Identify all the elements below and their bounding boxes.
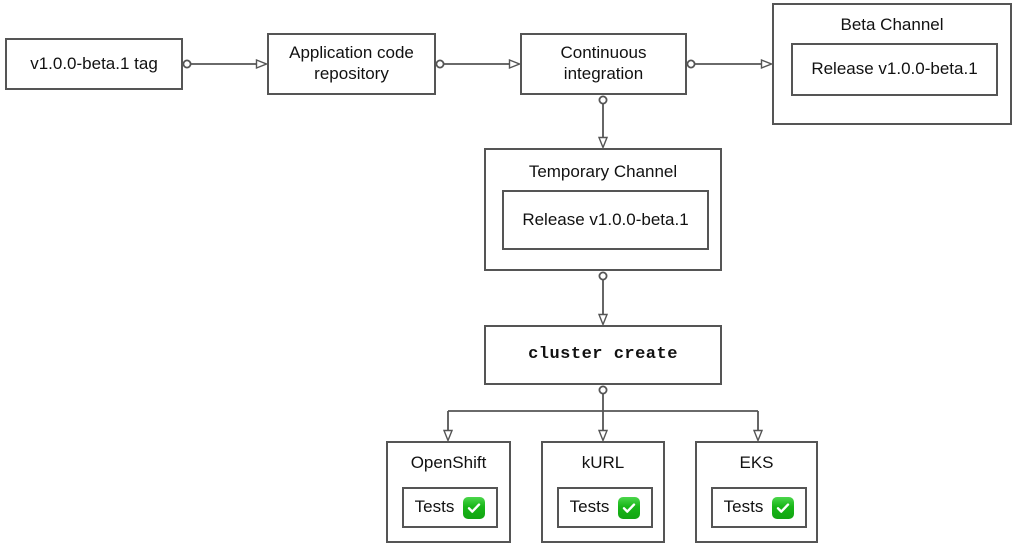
node-temporary-channel[interactable]: Temporary Channel Release v1.0.0-beta.1 <box>484 148 722 271</box>
green-check-icon <box>463 496 486 519</box>
beta-channel-release-label: Release v1.0.0-beta.1 <box>811 59 978 79</box>
edge-cluster-create-to-targets <box>448 385 758 440</box>
temporary-channel-release-label: Release v1.0.0-beta.1 <box>522 209 689 229</box>
node-kurl-title: kURL <box>581 453 625 472</box>
node-cluster-create-label: cluster create <box>528 344 678 364</box>
node-eks[interactable]: EKS Tests <box>695 441 818 543</box>
edge-ci-to-beta-channel <box>686 60 771 67</box>
node-kurl[interactable]: kURL Tests <box>541 441 665 543</box>
node-tag[interactable]: v1.0.0-beta.1 tag <box>5 38 183 90</box>
node-beta-channel[interactable]: Beta Channel Release v1.0.0-beta.1 <box>772 3 1012 125</box>
node-continuous-integration-label: Continuous integration <box>560 43 647 83</box>
node-temporary-channel-title: Temporary Channel <box>528 162 678 181</box>
green-check-icon <box>618 496 641 519</box>
openshift-tests-label: Tests <box>414 497 455 517</box>
node-eks-title: EKS <box>739 453 774 472</box>
green-check-icon <box>772 496 795 519</box>
node-openshift-title: OpenShift <box>410 453 487 472</box>
edge-tag-to-repo <box>182 60 266 67</box>
edge-ci-to-temporary-channel <box>599 95 606 147</box>
node-openshift[interactable]: OpenShift Tests <box>386 441 511 543</box>
kurl-tests-label: Tests <box>569 497 610 517</box>
beta-channel-release-box[interactable]: Release v1.0.0-beta.1 <box>791 43 998 96</box>
node-application-code-repository-label: Application code repository <box>289 43 414 83</box>
kurl-tests-box[interactable]: Tests <box>557 487 653 528</box>
node-cluster-create[interactable]: cluster create <box>484 325 722 385</box>
node-tag-label: v1.0.0-beta.1 tag <box>30 53 158 73</box>
edge-temporary-channel-to-cluster-create <box>599 271 606 324</box>
node-continuous-integration[interactable]: Continuous integration <box>520 33 687 95</box>
node-application-code-repository[interactable]: Application code repository <box>267 33 436 95</box>
eks-tests-label: Tests <box>723 497 764 517</box>
openshift-tests-box[interactable]: Tests <box>402 487 498 528</box>
temporary-channel-release-box[interactable]: Release v1.0.0-beta.1 <box>502 190 709 250</box>
node-beta-channel-title: Beta Channel <box>840 15 944 34</box>
edge-repo-to-ci <box>435 60 519 67</box>
eks-tests-box[interactable]: Tests <box>711 487 807 528</box>
